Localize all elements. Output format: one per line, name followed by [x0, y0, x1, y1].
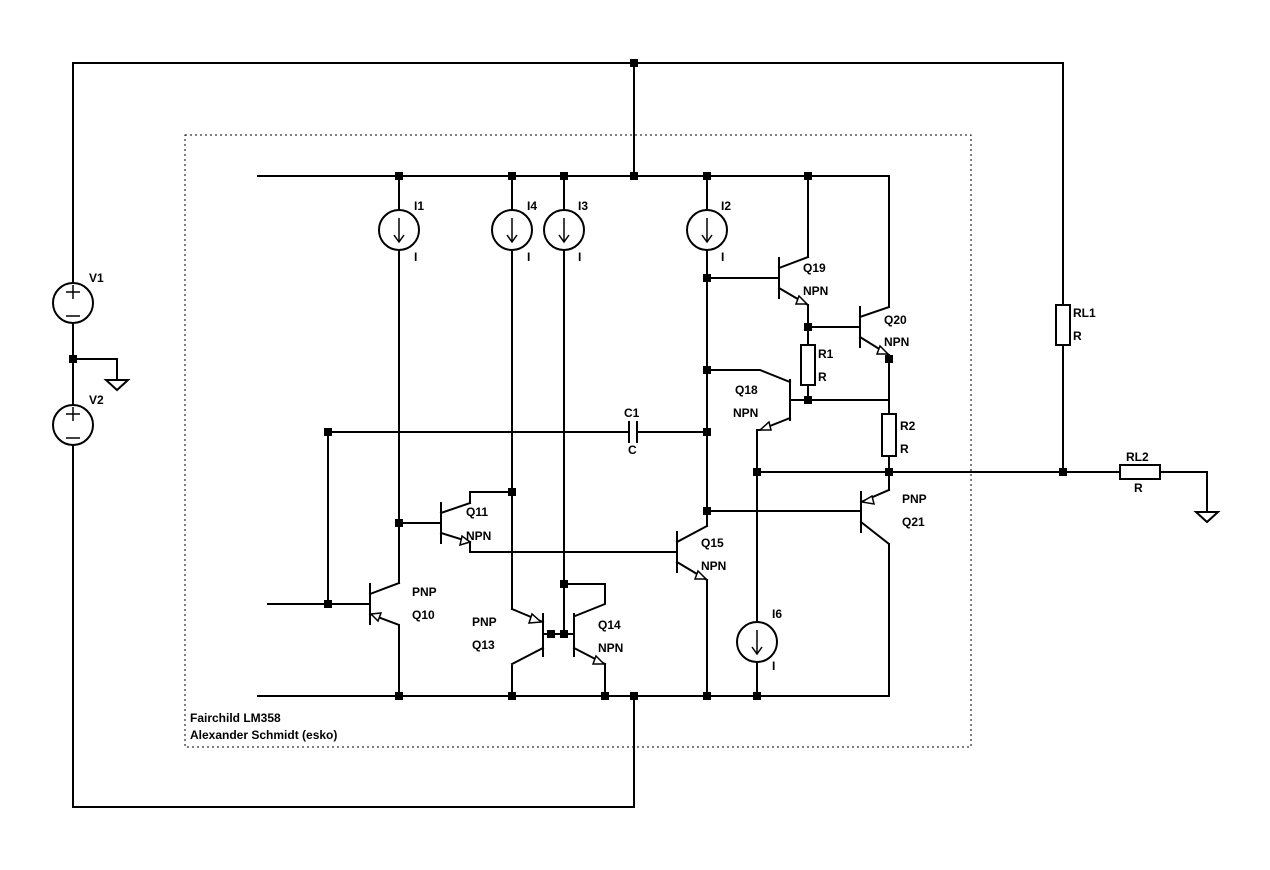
i1-value: I — [414, 250, 417, 264]
q13-type: PNP — [472, 615, 497, 629]
rl2-name: RL2 — [1126, 450, 1149, 464]
v2-name: V2 — [89, 393, 104, 407]
rl2-value: R — [1134, 481, 1143, 495]
q13-name: Q13 — [472, 638, 495, 652]
r2-value: R — [900, 442, 909, 456]
rl1-value: R — [1073, 329, 1082, 343]
transistor-q18: Q18 NPN — [733, 379, 791, 431]
q10-type: PNP — [412, 585, 437, 599]
r1-name: R1 — [818, 347, 834, 361]
current-source-i2: I2 I — [686, 199, 731, 264]
q14-type: NPN — [598, 641, 623, 655]
wire-q18-e — [756, 416, 792, 622]
wires — [72, 62, 1208, 808]
current-source-i1: I1 I — [378, 199, 424, 264]
transistor-q15: Q15 NPN — [675, 524, 726, 582]
schematic-author: Alexander Schmidt (esko) — [190, 728, 337, 742]
q15-type: NPN — [701, 559, 726, 573]
i3-name: I3 — [578, 199, 588, 213]
q18-type: NPN — [733, 406, 758, 420]
q10-name: Q10 — [412, 608, 435, 622]
transistor-q11: Q11 NPN — [439, 501, 491, 547]
wire-v2-bottom — [72, 445, 635, 808]
i1-name: I1 — [414, 199, 424, 213]
transistor-q14: Q14 NPN — [572, 613, 623, 681]
resistor-r2: R2 R — [881, 413, 916, 457]
q20-type: NPN — [884, 335, 909, 349]
capacitor-c1: C1 C — [624, 406, 640, 457]
i3-value: I — [578, 250, 581, 264]
i4-value: I — [527, 250, 530, 264]
r1-value: R — [818, 370, 827, 384]
r2-name: R2 — [900, 419, 916, 433]
transistor-q13: PNP Q13 — [472, 607, 545, 666]
current-source-i3: I3 I — [543, 199, 588, 264]
wire-ground-tap — [72, 358, 118, 381]
voltage-source-v1: V1 — [52, 271, 104, 324]
ground-icon — [103, 379, 131, 392]
ground-icon — [1193, 511, 1221, 524]
transistor-q10: PNP Q10 — [368, 581, 437, 645]
current-source-i4: I4 I — [491, 199, 537, 264]
q18-name: Q18 — [735, 383, 758, 397]
i2-name: I2 — [721, 199, 731, 213]
wire-rl2-ground — [1159, 471, 1208, 513]
subcircuit-boundary — [184, 134, 972, 748]
resistor-rl2: RL2 R — [1119, 450, 1161, 495]
c1-name: C1 — [624, 406, 640, 420]
wire-q11-c — [469, 491, 513, 504]
rl1-name: RL1 — [1073, 306, 1096, 320]
i6-value: I — [772, 659, 775, 673]
resistor-r1: R1 R — [800, 344, 834, 386]
wire-q14-diode — [563, 583, 606, 618]
transistor-q19: Q19 NPN — [777, 255, 828, 307]
resistor-rl1: RL1 R — [1055, 304, 1096, 346]
junctions — [69, 59, 1067, 700]
wire-q18-c — [706, 369, 792, 384]
q11-type: NPN — [466, 529, 491, 543]
transistor-q21: PNP Q21 — [859, 488, 927, 546]
q15-name: Q15 — [701, 536, 724, 550]
v1-name: V1 — [89, 271, 104, 285]
q19-name: Q19 — [803, 261, 826, 275]
q21-type: PNP — [902, 492, 927, 506]
wire-v1-top — [72, 62, 1064, 306]
current-source-i6: I6 I — [736, 607, 782, 673]
c1-value: C — [628, 443, 637, 457]
q21-name: Q21 — [902, 515, 925, 529]
transistor-q20: Q20 NPN — [858, 305, 909, 357]
voltage-source-v2: V2 — [52, 393, 104, 446]
schematic-title: Fairchild LM358 — [190, 711, 281, 725]
i6-name: I6 — [772, 607, 782, 621]
q20-name: Q20 — [884, 313, 907, 327]
q11-name: Q11 — [466, 505, 488, 519]
i4-name: I4 — [527, 199, 537, 213]
q19-type: NPN — [803, 284, 828, 298]
wire-q11-e-q15-b — [469, 541, 677, 553]
i2-value: I — [721, 250, 724, 264]
q14-name: Q14 — [598, 618, 621, 632]
